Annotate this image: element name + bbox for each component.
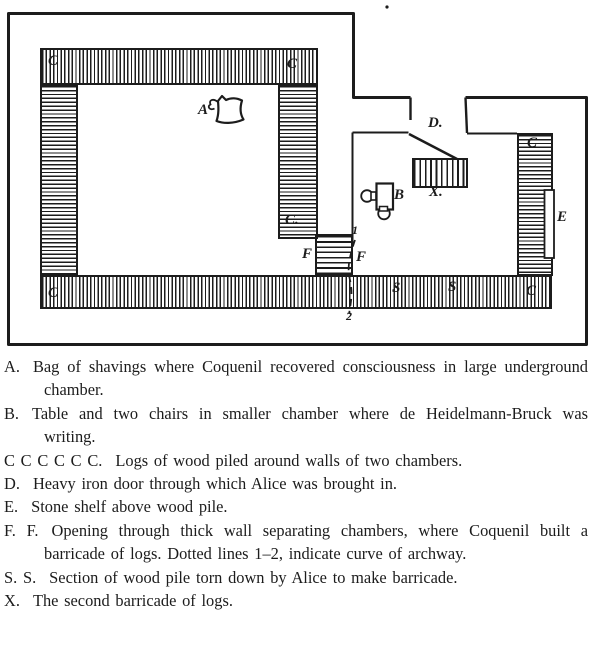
label-c-top-left: C [48,53,59,69]
log-barricade-f [315,234,353,276]
plan-linework [7,5,588,346]
legend-term: C C C C C C. [4,450,103,470]
label-c-bottom-right: C [526,283,537,299]
label-f-left: F [302,246,313,262]
log-barricade-x [412,158,468,188]
table-shape [375,182,395,211]
legend-description: The second barricade of logs. [32,591,233,611]
label-d-door: D. [428,115,443,131]
label-a-bag: A [198,102,209,118]
legend-term: D. [4,474,20,494]
legend-description: Bag of shavings where Coquenil recovered… [32,357,588,400]
legend-term: X. [4,591,20,611]
figure-legend: A. Bag of shavings where Coquenil recover… [4,355,588,612]
label-arch-point-2: 2 [346,309,352,323]
wood-pile-left-band [40,84,78,276]
floor-plan-figure: C C A D. C E B X. C. F F 1 2 C S S C [7,5,588,346]
bag-tie-knot [207,98,219,111]
legend-term: B. [4,403,20,423]
legend-item-s: S. S. Section of wood pile torn down by A… [4,566,588,589]
label-c-top-right: C [287,56,298,72]
label-c-right-chamber: C [527,135,538,151]
legend-description: Table and two chairs in smaller chamber … [32,403,588,447]
legend-item-d: D. Heavy iron door through which Alice wa… [4,472,588,495]
label-f-right: F [356,249,367,265]
legend-item-c: C C C C C C. Logs of wood piled around wa… [4,449,588,472]
chair-seat-left [370,191,377,201]
bag-of-shavings-shape [215,94,245,124]
label-arch-point-1: 1 [352,223,358,237]
iron-door-swing-line [408,132,458,161]
legend-description: Heavy iron door through which Alice was … [32,474,398,494]
label-c-bottom-left: C [48,285,59,301]
legend-item-f: F. F.Opening through thick wall separati… [4,519,588,566]
stone-shelf-rect [543,189,555,259]
outer-wall-outline [7,12,588,346]
label-b-table: B [394,187,405,203]
legend-item-x: X. The second barricade of logs. [4,589,588,612]
legend-item-a: A. Bag of shavings where Coquenil recover… [4,355,588,402]
legend-description: Opening through thick wall separating ch… [44,520,588,564]
label-s-left: S [392,280,401,296]
legend-description: Section of wood pile torn down by Alice … [49,567,458,587]
door-jamb-right [464,97,469,134]
wood-pile-top-band [40,48,318,85]
archway-curve-dashed-line [347,239,356,315]
legend-item-b: B. Table and two chairs in smaller chambe… [4,402,588,449]
legend-item-e: E. Stone shelf above wood pile. [4,495,588,518]
chair-seat-bottom [378,205,389,212]
legend-term: S. S. [4,567,37,587]
ink-speck [385,5,389,9]
wood-pile-bottom-band [40,275,552,309]
label-e-shelf: E [557,209,568,225]
wood-pile-inner-wall-band [278,84,318,239]
legend-term: A. [4,357,20,376]
label-c-inner-wall: C. [285,212,299,228]
label-x-barricade: X. [429,184,443,200]
legend-description: Stone shelf above wood pile. [31,497,228,517]
label-s-right: S [448,279,457,295]
legend-term: F. F. [4,520,39,540]
legend-description: Logs of wood piled around walls of two c… [115,450,463,470]
legend-term: E. [4,497,19,517]
